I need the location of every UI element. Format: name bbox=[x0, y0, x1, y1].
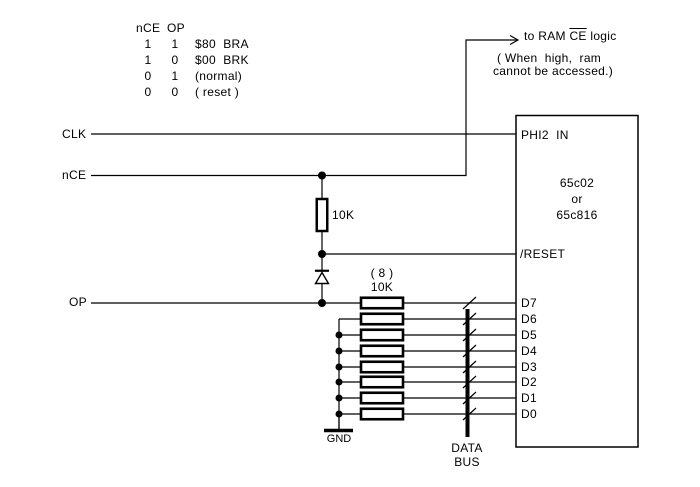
arrow-head-icon bbox=[509, 34, 520, 46]
table-cell: ( reset ) bbox=[195, 85, 240, 99]
cpu-pin-d3: D3 bbox=[521, 360, 537, 374]
cpu-pin-d6: D6 bbox=[521, 312, 537, 326]
cpu-pin-d7: D7 bbox=[521, 296, 537, 310]
ram-ce-suffix: logic bbox=[586, 29, 617, 43]
table-cell: 1 bbox=[144, 53, 152, 67]
table-cell: 0 bbox=[144, 85, 152, 99]
cpu-pin-d4: D4 bbox=[521, 344, 537, 358]
ram-note-line2: cannot be accessed.) bbox=[493, 64, 614, 78]
ram-ce-prefix: to RAM bbox=[524, 29, 570, 43]
cpu-pin-phi2: PHI2 IN bbox=[521, 128, 569, 142]
cpu-pin-d1: D1 bbox=[521, 391, 537, 405]
bus-slash-marks bbox=[462, 296, 477, 421]
pullup-value-label: 10K bbox=[332, 208, 355, 222]
array-value-label: 10K bbox=[370, 280, 394, 294]
table-cell: 0 bbox=[144, 69, 152, 83]
op-label: OP bbox=[69, 295, 87, 309]
table-header-nce: nCE bbox=[136, 21, 161, 35]
cpu-pin-d0: D0 bbox=[521, 407, 537, 421]
pullup-resistor bbox=[315, 197, 329, 233]
table-cell: (normal) bbox=[195, 69, 243, 83]
clk-label: CLK bbox=[62, 127, 87, 141]
resistor-array bbox=[359, 296, 405, 421]
ram-ce-overline: CE bbox=[569, 29, 587, 43]
table-cell: 0 bbox=[171, 53, 179, 67]
ladder-bus-wire bbox=[338, 318, 361, 429]
ram-note-line1: ( When high, ram bbox=[497, 51, 602, 65]
junction-dots bbox=[318, 171, 343, 418]
table-cell: 1 bbox=[171, 69, 179, 83]
table-cell: 1 bbox=[171, 37, 179, 51]
data-bus-label-line2: BUS bbox=[454, 455, 480, 469]
nce-wire bbox=[91, 39, 517, 177]
cpu-pin-d2: D2 bbox=[521, 375, 537, 389]
cpu-name-line2: or bbox=[571, 192, 583, 206]
cpu-box bbox=[515, 114, 639, 448]
table-cell: $00 BRK bbox=[195, 53, 249, 67]
table-cell: 1 bbox=[144, 37, 152, 51]
nce-label: nCE bbox=[62, 168, 87, 182]
cpu-name-line3: 65c816 bbox=[556, 208, 598, 222]
data-bus-label-line1: DATA bbox=[451, 441, 483, 455]
gnd-label: GND bbox=[326, 433, 352, 445]
cpu-pin-reset: /RESET bbox=[520, 247, 566, 261]
cpu-pin-d5: D5 bbox=[521, 328, 537, 342]
ram-ce-annotation: to RAM CE logic bbox=[524, 29, 617, 43]
cpu-name-line1: 65c02 bbox=[559, 176, 595, 190]
table-cell: $80 BRA bbox=[195, 37, 249, 51]
table-header-op: OP bbox=[167, 21, 185, 35]
diode bbox=[314, 269, 330, 285]
table-cell: 0 bbox=[171, 85, 179, 99]
data-wires bbox=[403, 302, 516, 415]
array-count-label: ( 8 ) bbox=[370, 266, 394, 280]
